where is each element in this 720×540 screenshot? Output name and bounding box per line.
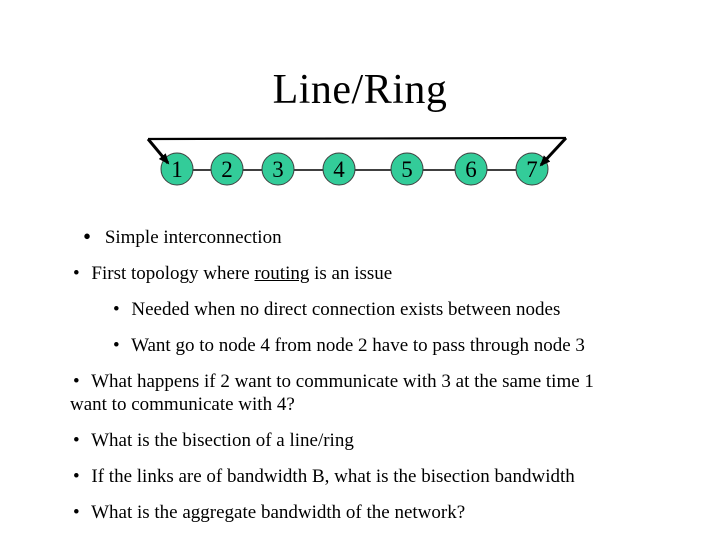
bullet-text: Want go to node 4 from node 2 have to pa… xyxy=(131,335,585,356)
bullet-icon: • xyxy=(113,335,120,356)
node-label: 2 xyxy=(221,157,233,182)
bullet-text-post: is an issue xyxy=(309,263,393,284)
node-label: 6 xyxy=(465,157,477,182)
subbullet-want-go-node4: • Want go to node 4 from node 2 have to … xyxy=(62,334,690,357)
bullet-aggregate-bandwidth: • What is the aggregate bandwidth of the… xyxy=(62,501,690,524)
bullet-icon: • xyxy=(83,224,92,249)
ring-link-top xyxy=(147,136,567,141)
node-circle xyxy=(261,152,295,186)
bullet-text: If the links are of bandwidth B, what is… xyxy=(91,466,575,487)
bullet-icon: • xyxy=(113,299,120,320)
node-label: 4 xyxy=(333,157,345,182)
node-circle xyxy=(454,152,488,186)
bullet-text-line1: What happens if 2 want to communicate wi… xyxy=(91,371,594,392)
bullet-icon: • xyxy=(73,466,80,487)
node-4: 4 xyxy=(322,152,356,186)
ring-link-arrow-to-node1 xyxy=(146,138,170,165)
node-1: 1 xyxy=(160,152,194,186)
bullet-first-topology: • First topology where routing is an iss… xyxy=(62,262,690,285)
node-2: 2 xyxy=(210,152,244,186)
node-circle xyxy=(322,152,356,186)
bullet-bisection: • What is the bisection of a line/ring xyxy=(62,429,690,452)
bullet-text: Simple interconnection xyxy=(104,227,282,248)
bullet-text: What is the bisection of a line/ring xyxy=(91,430,354,451)
bullet-text-pre: First topology where xyxy=(91,263,255,284)
bullet-text: What is the aggregate bandwidth of the n… xyxy=(91,502,466,523)
node-7: 7 xyxy=(515,152,549,186)
node-label: 5 xyxy=(401,157,413,182)
bullet-text: First topology where routing is an issue xyxy=(91,263,392,284)
routing-underlined-text: routing xyxy=(254,263,310,284)
node-3: 3 xyxy=(261,152,295,186)
bullet-icon: • xyxy=(73,263,80,284)
node-circle xyxy=(390,152,424,186)
node-label: 1 xyxy=(171,157,183,182)
node-label: 7 xyxy=(526,157,538,182)
subbullet-needed-when: • Needed when no direct connection exist… xyxy=(62,298,690,321)
bullet-icon: • xyxy=(73,430,80,451)
bullet-simple-interconnection: • Simple interconnection xyxy=(62,225,690,249)
bullet-text-line2: want to communicate with 4? xyxy=(70,394,295,415)
ring-link-arrow-to-node7 xyxy=(539,136,568,167)
bullet-what-happens: • What happens if 2 want to communicate … xyxy=(62,370,690,416)
node-6: 6 xyxy=(454,152,488,186)
bullet-text: Needed when no direct connection exists … xyxy=(131,299,561,320)
bullet-icon: • xyxy=(73,502,80,523)
ring-topology-diagram: 1 2 3 4 5 6 7 xyxy=(146,136,568,186)
node-label: 3 xyxy=(272,157,284,182)
node-5: 5 xyxy=(390,152,424,186)
slide-title: Line/Ring xyxy=(272,67,448,113)
bullet-list: • Simple interconnection • First topolog… xyxy=(62,225,690,537)
node-circle xyxy=(210,152,244,186)
bullet-bandwidth-b: • If the links are of bandwidth B, what … xyxy=(62,465,690,488)
bullet-icon: • xyxy=(73,371,80,392)
